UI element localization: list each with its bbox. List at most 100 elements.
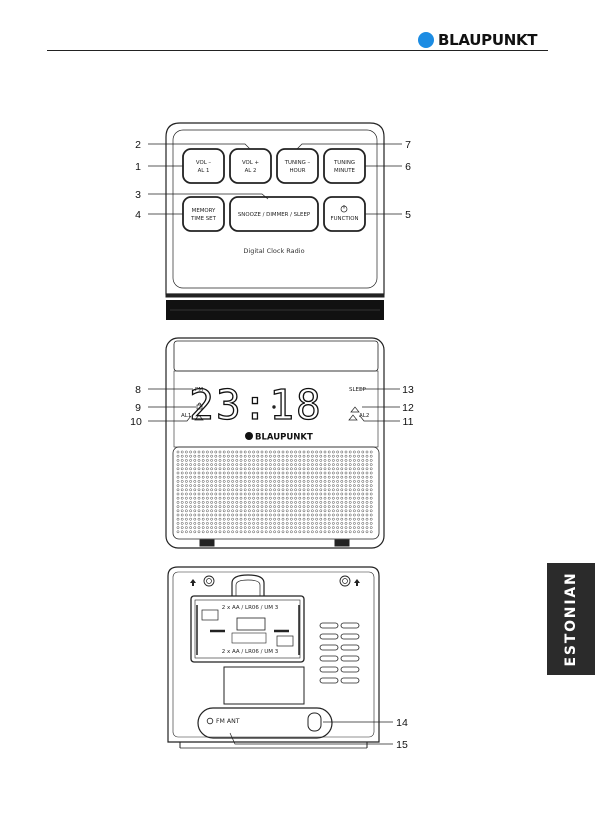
tuning-minute-button[interactable]: [324, 149, 365, 183]
grille-hole: [219, 506, 221, 508]
grille-hole: [177, 451, 179, 453]
grille-hole: [353, 468, 355, 470]
grille-hole: [341, 451, 343, 453]
grille-hole: [244, 459, 246, 461]
grille-hole: [320, 527, 322, 529]
grille-hole: [353, 455, 355, 457]
grille-hole: [311, 518, 313, 520]
grille-hole: [198, 472, 200, 474]
grille-hole: [282, 527, 284, 529]
grille-hole: [211, 468, 213, 470]
grille-hole: [324, 451, 326, 453]
grille-hole: [332, 501, 334, 503]
vol-plus-button[interactable]: [230, 149, 271, 183]
grille-hole: [261, 493, 263, 495]
grille-hole: [328, 506, 330, 508]
grille-hole: [257, 527, 259, 529]
grille-hole: [353, 510, 355, 512]
grille-hole: [282, 501, 284, 503]
grille-hole: [181, 485, 183, 487]
memory-button[interactable]: [183, 197, 224, 231]
grille-hole: [282, 493, 284, 495]
grille-hole: [194, 510, 196, 512]
grille-hole: [324, 506, 326, 508]
grille-hole: [269, 531, 271, 533]
grille-hole: [311, 485, 313, 487]
grille-hole: [269, 514, 271, 516]
grille-hole: [320, 501, 322, 503]
grille-hole: [311, 472, 313, 474]
grille-hole: [320, 485, 322, 487]
grille-hole: [290, 455, 292, 457]
grille-hole: [244, 531, 246, 533]
grille-hole: [278, 459, 280, 461]
grille-hole: [370, 531, 372, 533]
grille-hole: [303, 489, 305, 491]
grille-hole: [286, 510, 288, 512]
grille-hole: [265, 476, 267, 478]
grille-hole: [370, 510, 372, 512]
grille-hole: [223, 493, 225, 495]
vol-minus-button[interactable]: [183, 149, 224, 183]
function-button[interactable]: [324, 197, 365, 231]
grille-hole: [345, 476, 347, 478]
grille-hole: [227, 522, 229, 524]
grille-hole: [341, 489, 343, 491]
grille-hole: [227, 464, 229, 466]
grille-hole: [320, 518, 322, 520]
grille-hole: [240, 527, 242, 529]
grille-hole: [211, 464, 213, 466]
grille-hole: [311, 493, 313, 495]
grille-hole: [366, 468, 368, 470]
grille-hole: [236, 476, 238, 478]
grille-hole: [316, 531, 318, 533]
grille-hole: [299, 518, 301, 520]
grille-hole: [358, 464, 360, 466]
vent-slot: [320, 678, 338, 683]
grille-hole: [324, 510, 326, 512]
grille-hole: [206, 514, 208, 516]
grille-hole: [341, 518, 343, 520]
grille-hole: [332, 464, 334, 466]
grille-hole: [198, 451, 200, 453]
grille-hole: [194, 493, 196, 495]
grille-hole: [261, 464, 263, 466]
grille-hole: [185, 493, 187, 495]
grille-hole: [198, 510, 200, 512]
grille-hole: [219, 501, 221, 503]
grille-hole: [295, 514, 297, 516]
callout-9: 9: [135, 402, 141, 414]
grille-hole: [290, 459, 292, 461]
grille-hole: [198, 501, 200, 503]
up-arrow-icon-left: [190, 579, 196, 586]
grille-hole: [345, 522, 347, 524]
grille-hole: [236, 518, 238, 520]
grille-hole: [332, 489, 334, 491]
grille-hole: [332, 531, 334, 533]
grille-hole: [211, 518, 213, 520]
grille-hole: [311, 451, 313, 453]
grille-hole: [261, 527, 263, 529]
grille-hole: [324, 455, 326, 457]
grille-hole: [223, 472, 225, 474]
grille-hole: [303, 497, 305, 499]
grille-hole: [265, 451, 267, 453]
grille-hole: [198, 531, 200, 533]
grille-hole: [198, 493, 200, 495]
grille-hole: [194, 506, 196, 508]
grille-hole: [290, 464, 292, 466]
grille-hole: [307, 514, 309, 516]
grille-hole: [307, 510, 309, 512]
grille-hole: [282, 510, 284, 512]
grille-hole: [290, 506, 292, 508]
grille-hole: [236, 531, 238, 533]
grille-hole: [324, 480, 326, 482]
grille-hole: [232, 480, 234, 482]
grille-hole: [337, 522, 339, 524]
grille-hole: [307, 485, 309, 487]
tuning-hour-button[interactable]: [277, 149, 318, 183]
grille-hole: [341, 455, 343, 457]
grille-hole: [274, 506, 276, 508]
grille-hole: [337, 489, 339, 491]
grille-hole: [257, 476, 259, 478]
